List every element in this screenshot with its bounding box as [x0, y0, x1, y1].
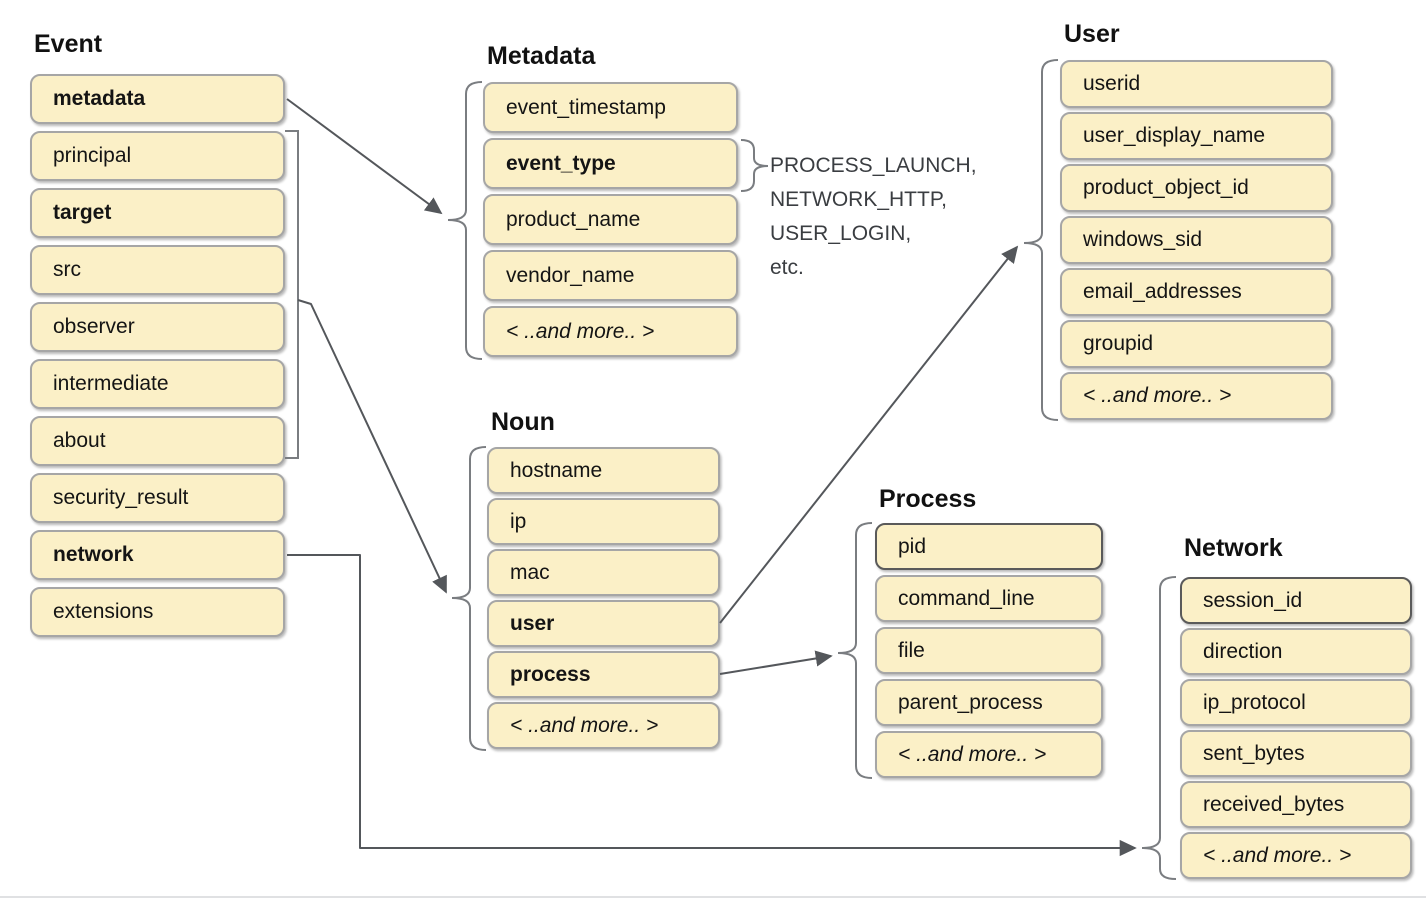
- group-user-title: User: [1064, 20, 1120, 48]
- arrow-process-to-process-group: [719, 650, 833, 675]
- field-about: about: [30, 416, 285, 466]
- field-and-more: < ..and more.. >: [483, 306, 738, 357]
- field-process: process: [487, 651, 720, 698]
- field-vendor-name: vendor_name: [483, 250, 738, 301]
- field-event-type: event_type: [483, 138, 738, 189]
- field-email-addresses: email_addresses: [1060, 268, 1333, 316]
- field-file: file: [875, 627, 1103, 674]
- group-event-title: Event: [34, 30, 103, 58]
- event-type-example-line: USER_LOGIN,: [770, 222, 912, 245]
- group-noun-fields: hostname ip mac user process < ..and mor…: [487, 447, 720, 749]
- field-hostname: hostname: [487, 447, 720, 494]
- brace-network-group: [1141, 576, 1177, 880]
- field-metadata: metadata: [30, 74, 285, 124]
- event-type-example-line: PROCESS_LAUNCH,: [770, 154, 977, 177]
- field-extensions: extensions: [30, 587, 285, 637]
- field-principal: principal: [30, 131, 285, 181]
- arrow-metadata-to-metadata-group: [286, 98, 443, 215]
- event-type-example-line: NETWORK_HTTP,: [770, 188, 947, 211]
- field-direction: direction: [1180, 628, 1412, 675]
- brace-process-group: [837, 522, 873, 779]
- field-sent-bytes: sent_bytes: [1180, 730, 1412, 777]
- bottom-separator: [0, 896, 1426, 898]
- field-and-more: < ..and more.. >: [875, 731, 1103, 778]
- group-network-title: Network: [1184, 534, 1283, 562]
- field-parent-process: parent_process: [875, 679, 1103, 726]
- field-security-result: security_result: [30, 473, 285, 523]
- field-event-timestamp: event_timestamp: [483, 82, 738, 133]
- group-process-title: Process: [879, 485, 977, 513]
- group-noun-title: Noun: [491, 408, 555, 436]
- group-metadata-fields: event_timestamp event_type product_name …: [483, 82, 738, 357]
- group-network: Network session_id direction ip_protocol…: [1180, 534, 1412, 879]
- field-observer: observer: [30, 302, 285, 352]
- field-received-bytes: received_bytes: [1180, 781, 1412, 828]
- group-noun: Noun hostname ip mac user process < ..an…: [487, 408, 720, 749]
- brace-event-type-examples: [740, 139, 769, 192]
- field-intermediate: intermediate: [30, 359, 285, 409]
- field-userid: userid: [1060, 60, 1333, 108]
- field-command-line: command_line: [875, 575, 1103, 622]
- group-network-fields: session_id direction ip_protocol sent_by…: [1180, 577, 1412, 879]
- field-product-name: product_name: [483, 194, 738, 245]
- group-process: Process pid command_line file parent_pro…: [875, 485, 1103, 778]
- event-type-example-line: etc.: [770, 256, 804, 279]
- field-windows-sid: windows_sid: [1060, 216, 1333, 264]
- brace-user-group: [1023, 59, 1059, 421]
- group-process-fields: pid command_line file parent_process < .…: [875, 523, 1103, 778]
- arrow-nouns-to-noun-group: [297, 299, 447, 594]
- field-ip: ip: [487, 498, 720, 545]
- group-event: Event metadata principal target src obse…: [30, 30, 285, 637]
- field-target: target: [30, 188, 285, 238]
- bracket-event-nouns: [285, 130, 299, 459]
- group-metadata: Metadata event_timestamp event_type prod…: [483, 42, 738, 357]
- field-product-object-id: product_object_id: [1060, 164, 1333, 212]
- field-user: user: [487, 600, 720, 647]
- event-type-examples: PROCESS_LAUNCH, NETWORK_HTTP, USER_LOGIN…: [770, 149, 977, 285]
- group-user-fields: userid user_display_name product_object_…: [1060, 60, 1333, 420]
- field-user-display-name: user_display_name: [1060, 112, 1333, 160]
- group-metadata-title: Metadata: [487, 42, 596, 70]
- field-src: src: [30, 245, 285, 295]
- field-pid: pid: [875, 523, 1103, 570]
- field-ip-protocol: ip_protocol: [1180, 679, 1412, 726]
- field-and-more: < ..and more.. >: [1180, 832, 1412, 879]
- group-user: User userid user_display_name product_ob…: [1060, 20, 1333, 420]
- group-event-fields: metadata principal target src observer i…: [30, 74, 285, 637]
- brace-noun-group: [451, 446, 487, 751]
- brace-metadata-group: [447, 81, 483, 360]
- field-and-more: < ..and more.. >: [487, 702, 720, 749]
- field-and-more: < ..and more.. >: [1060, 372, 1333, 420]
- field-mac: mac: [487, 549, 720, 596]
- field-network: network: [30, 530, 285, 580]
- field-session-id: session_id: [1180, 577, 1412, 624]
- field-groupid: groupid: [1060, 320, 1333, 368]
